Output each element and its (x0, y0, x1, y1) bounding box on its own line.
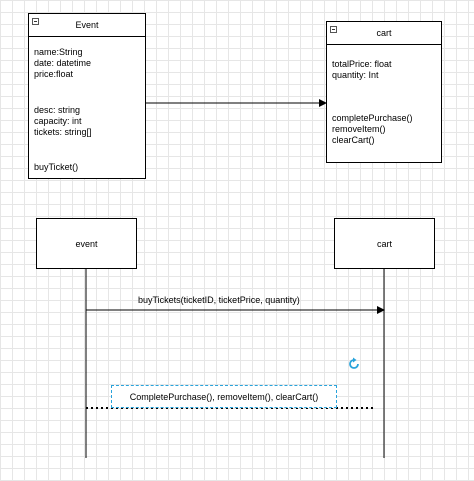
event-attribute: name:String (34, 47, 83, 57)
cart-method: clearCart() (332, 135, 375, 145)
note-box[interactable]: CompletePurchase(), removeItem(), clearC… (111, 385, 337, 408)
cart-attribute: quantity: Int (332, 70, 379, 80)
cart-lifeline-box[interactable]: cart (334, 218, 435, 269)
event-class-header[interactable]: Event (29, 14, 145, 37)
cart-class-title: cart (376, 28, 392, 38)
cart-method: completePurchase() (332, 113, 413, 123)
event-attribute: price:float (34, 69, 74, 79)
note-text: CompletePurchase(), removeItem(), clearC… (129, 391, 319, 402)
cart-lifeline-label: cart (376, 238, 392, 249)
event-attribute: desc: string (34, 105, 81, 115)
cart-attribute: totalPrice: float (332, 59, 392, 69)
event-lifeline-label: event (75, 238, 98, 249)
event-attribute: tickets: string[] (34, 127, 92, 137)
event-lifeline-box[interactable]: event (36, 218, 137, 269)
cart-method: removeItem() (332, 124, 386, 134)
event-attribute: capacity: int (34, 116, 82, 126)
cart-class-header[interactable]: cart (327, 22, 441, 45)
refresh-icon[interactable] (347, 357, 361, 371)
collapse-icon[interactable] (330, 26, 337, 33)
event-attribute: date: datetime (34, 58, 92, 68)
event-class-box[interactable]: Event name:String date: datetime price:f… (28, 13, 146, 179)
message-label: buyTickets(ticketID, ticketPrice, quanti… (138, 295, 300, 305)
event-method: buyTicket() (34, 162, 79, 172)
collapse-icon[interactable] (32, 18, 39, 25)
event-class-title: Event (75, 20, 99, 30)
cart-class-box[interactable]: cart totalPrice: float quantity: Int com… (326, 21, 442, 163)
